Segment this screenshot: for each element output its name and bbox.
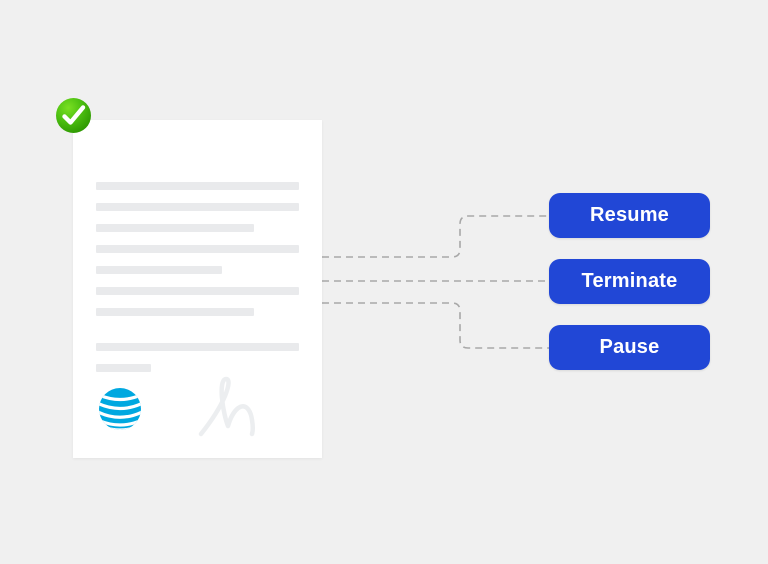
verified-check-badge [56, 98, 91, 133]
text-line [96, 266, 222, 274]
resume-button[interactable]: Resume [549, 193, 710, 238]
text-line [96, 182, 299, 190]
connector-to-pause [322, 302, 549, 349]
att-globe-logo [99, 388, 141, 430]
handwritten-signature [198, 376, 255, 437]
document-text-placeholder-block [96, 182, 299, 385]
text-line [96, 343, 299, 351]
text-line [96, 224, 255, 232]
text-line [96, 308, 255, 316]
contract-document[interactable] [73, 120, 322, 458]
text-line [96, 245, 299, 253]
text-line [96, 287, 299, 295]
text-line [96, 364, 151, 372]
text-line [96, 203, 299, 211]
terminate-button[interactable]: Terminate [549, 259, 710, 304]
pause-button[interactable]: Pause [549, 325, 710, 370]
connector-to-resume [322, 215, 549, 258]
